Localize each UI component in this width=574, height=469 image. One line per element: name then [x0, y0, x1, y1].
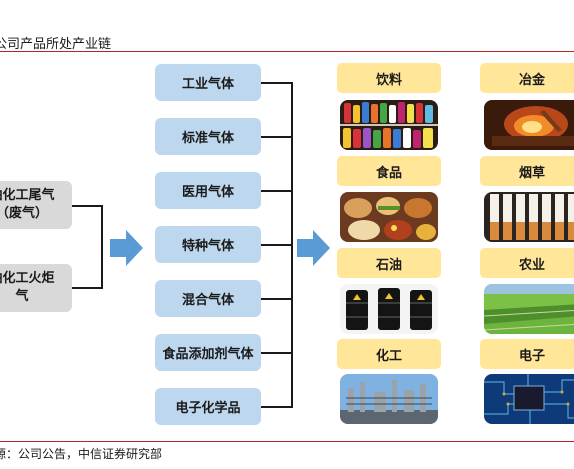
industry-label-food: 食品 — [337, 156, 441, 186]
metallurgy-photo — [484, 100, 574, 150]
gas-box-electronic-chemicals: 电子化学品 — [155, 388, 261, 425]
bottom-rule — [0, 441, 574, 442]
industry-label-agriculture: 农业 — [480, 248, 574, 278]
food-photo — [340, 192, 438, 242]
gas-box-industrial: 工业气体 — [155, 64, 261, 101]
source-bracket-top — [72, 205, 102, 207]
gas-box-specialty: 特种气体 — [155, 226, 261, 263]
industry-label-chemical: 化工 — [337, 339, 441, 369]
gas-bracket — [261, 82, 293, 408]
industry-label-electronics: 电子 — [480, 339, 574, 369]
source-bracket-bottom — [72, 287, 102, 289]
petroleum-photo — [340, 284, 438, 334]
electronics-photo — [484, 374, 574, 424]
industry-label-metallurgy: 冶金 — [480, 63, 574, 93]
chemical-plant-photo — [340, 374, 438, 424]
top-rule — [0, 51, 574, 52]
industry-label-beverage: 饮料 — [337, 63, 441, 93]
gas-box-food-additive: 食品添加剂气体 — [155, 334, 261, 371]
page-title: 公司产品所处产业链 — [0, 37, 112, 52]
source-box-flare-gas: 油化工火炬 气 — [0, 264, 72, 312]
source-note: 源：公司公告，中信证券研究部 — [0, 447, 163, 461]
gas-box-standard: 标准气体 — [155, 118, 261, 155]
industry-label-petroleum: 石油 — [337, 248, 441, 278]
gas-box-medical: 医用气体 — [155, 172, 261, 209]
source-bracket-vertical — [101, 205, 103, 289]
agriculture-photo — [484, 284, 574, 334]
industry-label-tobacco: 烟草 — [480, 156, 574, 186]
gas-box-mixed: 混合气体 — [155, 280, 261, 317]
flow-arrow-2 — [297, 230, 330, 266]
tobacco-photo — [484, 192, 574, 242]
flow-arrow-1 — [110, 230, 143, 266]
source-box-tail-gas: 油化工尾气 （废气） — [0, 181, 72, 229]
beverage-photo — [340, 100, 438, 150]
